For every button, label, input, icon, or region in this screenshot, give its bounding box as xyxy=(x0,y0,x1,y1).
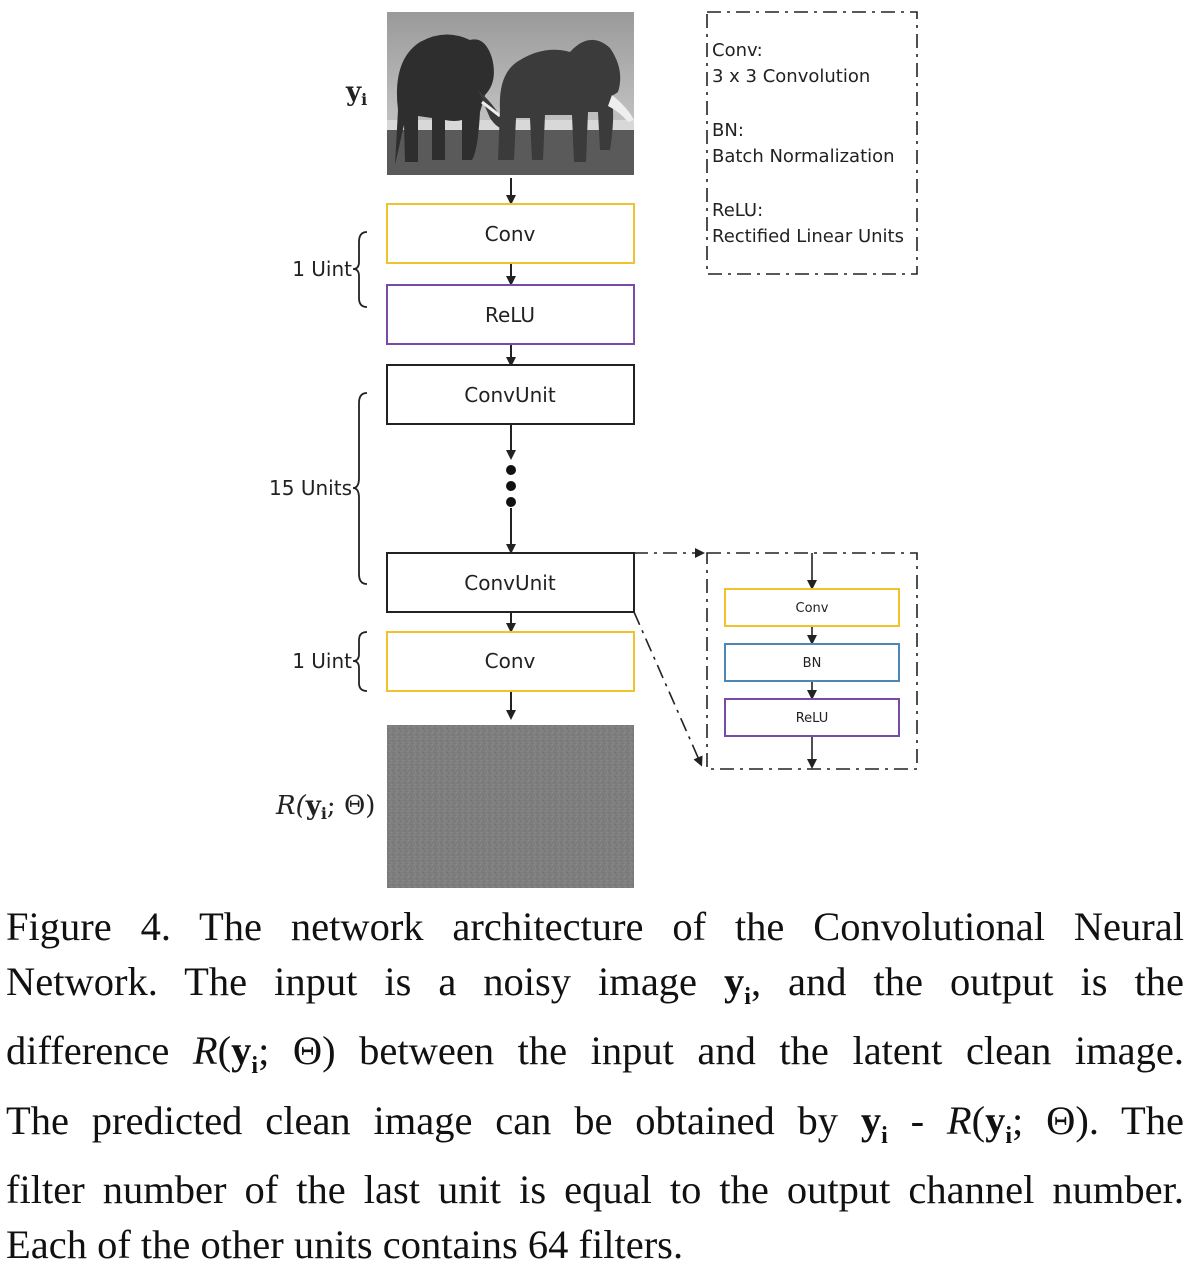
brace-middle xyxy=(352,392,368,585)
svg-text:Conv: Conv xyxy=(485,649,536,673)
caption-line-4: The predicted clean image can be obtaine… xyxy=(6,1097,1184,1149)
detail-conv-label: Conv xyxy=(796,601,829,616)
brace-top xyxy=(352,231,368,308)
block-conv-bottom: Conv xyxy=(386,631,635,692)
svg-text:ConvUnit: ConvUnit xyxy=(464,571,556,595)
network-diagram: yi Conv ReLU ConvUnit ConvUnit Conv R(yi… xyxy=(269,11,918,888)
detail-bn-block xyxy=(724,643,900,682)
svg-text:Conv: Conv xyxy=(485,222,536,246)
detail-connector-bottom xyxy=(633,611,703,767)
output-label: R(yi; Θ) xyxy=(275,791,375,823)
detail-bn-label: BN xyxy=(803,656,822,671)
input-image xyxy=(387,12,634,175)
legend-conv-desc: 3 x 3 Convolution xyxy=(712,66,870,87)
svg-text:ReLU: ReLU xyxy=(485,303,535,327)
legend-relu-key: ReLU: xyxy=(712,200,763,221)
brace-top-label: 1 Uint xyxy=(292,257,352,281)
convunit-detail: Conv BN ReLU xyxy=(633,548,918,770)
legend-bn-key: BN: xyxy=(712,120,744,141)
brace-bottom xyxy=(352,631,368,692)
detail-relu-label: ReLU xyxy=(796,711,829,726)
block-relu-top: ReLU xyxy=(386,284,635,345)
legend-box: Conv: 3 x 3 Convolution BN: Batch Normal… xyxy=(706,11,918,275)
caption-line-5: filter number of the last unit is equal … xyxy=(6,1167,1184,1213)
block-conv-top: Conv xyxy=(386,203,635,264)
input-label: yi xyxy=(345,77,367,109)
block-convunit-last: ConvUnit xyxy=(386,552,635,613)
caption-line-6: Each of the other units contains 64 filt… xyxy=(6,1221,684,1267)
braces xyxy=(352,231,368,692)
ellipsis-dots xyxy=(506,465,516,507)
caption-line-3: difference R(yi; Θ) between the input an… xyxy=(6,1028,1184,1080)
brace-middle-label: 15 Units xyxy=(269,476,352,500)
brace-bottom-label: 1 Uint xyxy=(292,649,352,673)
detail-conv-block xyxy=(724,588,900,627)
caption-line-1: Figure 4. The network architecture of th… xyxy=(6,904,1184,949)
figure-caption: Figure 4. The network architecture of th… xyxy=(6,900,1184,1272)
output-residual-image xyxy=(387,725,634,888)
legend-bn-desc: Batch Normalization xyxy=(712,146,895,167)
legend-conv-key: Conv: xyxy=(712,40,763,61)
caption-line-2: Network. The input is a noisy image yi, … xyxy=(6,958,1184,1010)
svg-text:ConvUnit: ConvUnit xyxy=(464,383,556,407)
legend-relu-desc: Rectified Linear Units xyxy=(712,226,904,247)
block-convunit-first: ConvUnit xyxy=(386,364,635,425)
detail-relu-block xyxy=(724,698,900,737)
